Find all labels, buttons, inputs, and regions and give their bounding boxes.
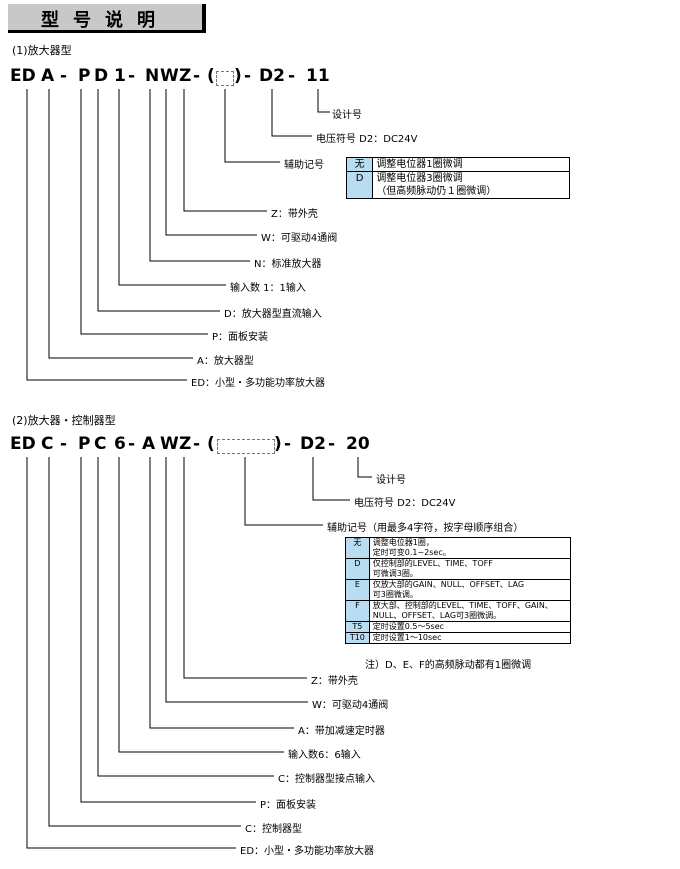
code-dash: - <box>193 66 201 86</box>
label-mount: P：面板安装 <box>260 800 317 811</box>
code-input-count: 6 <box>114 434 126 454</box>
code-dash: - <box>193 434 201 454</box>
page-title: 型号说明 <box>41 10 169 31</box>
option-key: E <box>345 579 370 601</box>
options-note: 注）D、E、F的高频脉动都有1圈微调 <box>365 660 532 671</box>
code-paren-close: ) <box>234 66 242 86</box>
code-dash: - <box>128 434 136 454</box>
section2-heading: (2)放大器・控制器型 <box>12 414 116 427</box>
code-design: 20 <box>346 434 370 454</box>
section1-heading: (1)放大器型 <box>12 44 72 57</box>
title-box: 型号说明 <box>8 4 206 33</box>
code-case: Z <box>179 434 192 454</box>
label-valve: W：可驱动4通阀 <box>261 233 338 244</box>
section2-options-table: 无 调整电位器1圈，定时可变0.1~2sec。 D 仅控制部的LEVEL、TIM… <box>345 537 572 644</box>
code-series: ED <box>10 66 36 86</box>
label-design-number: 设计号 <box>332 110 362 121</box>
option-key: T10 <box>345 632 370 644</box>
code-voltage: D2 <box>259 66 285 86</box>
code-voltage: D2 <box>300 434 326 454</box>
code-paren-open: ( <box>207 66 215 86</box>
table-row: F 放大部、控制部的LEVEL、TIME、TOFF、GAIN、NULL、OFFS… <box>345 600 572 622</box>
label-input-type: D：放大器型直流输入 <box>224 309 322 320</box>
table-row: D 调整电位器3圈微调（但高频脉动仍１圈微调） <box>345 171 570 199</box>
label-series: ED：小型・多功能功率放大器 <box>191 378 326 389</box>
code-paren-open: ( <box>207 434 215 454</box>
code-dash: - <box>60 66 68 86</box>
code-standard: N <box>145 66 160 86</box>
code-valve: W <box>160 66 179 86</box>
code-timer: A <box>142 434 156 454</box>
code-aux-slot <box>216 71 234 86</box>
code-dash: - <box>128 66 136 86</box>
code-mount: P <box>78 434 91 454</box>
option-desc: 定时设置1～10sec <box>368 632 572 644</box>
label-voltage: 电压符号 D2：DC24V <box>316 134 418 145</box>
code-case: Z <box>179 66 192 86</box>
label-aux: 辅助记号 <box>284 160 324 171</box>
code-design: 11 <box>306 66 330 86</box>
label-valve: W：可驱动4通阀 <box>312 700 389 711</box>
table-row: T5 定时设置0.5～5sec <box>345 621 572 633</box>
label-case: Z：带外壳 <box>271 209 318 220</box>
table-row: 无 调整电位器1圈，定时可变0.1~2sec。 <box>345 537 572 559</box>
code-paren-close: ) <box>274 434 282 454</box>
code-dash: - <box>244 66 252 86</box>
code-input-count: 1 <box>114 66 126 86</box>
option-key: 无 <box>345 537 370 559</box>
code-dash: - <box>328 434 336 454</box>
option-desc: 调整电位器3圈微调（但高频脉动仍１圈微调） <box>372 171 570 199</box>
code-series: ED <box>10 434 36 454</box>
label-case: Z：带外壳 <box>311 676 358 687</box>
label-input-type: C：控制器型接点输入 <box>278 774 375 785</box>
code-aux-slot <box>217 439 275 454</box>
label-series: ED：小型・多功能功率放大器 <box>240 846 375 857</box>
label-standard: N：标准放大器 <box>254 259 322 270</box>
label-type: C：控制器型 <box>245 824 302 835</box>
code-dash: - <box>284 434 292 454</box>
code-type: A <box>41 66 55 86</box>
label-input-count: 输入数6：6输入 <box>288 750 361 761</box>
code-input-type: D <box>94 66 109 86</box>
option-desc: 定时设置0.5～5sec <box>368 621 572 633</box>
label-voltage: 电压符号 D2：DC24V <box>354 498 456 509</box>
code-mount: P <box>78 66 91 86</box>
option-key: D <box>345 558 370 580</box>
option-key: D <box>345 171 374 199</box>
table-row: T10 定时设置1～10sec <box>345 632 572 644</box>
label-timer: A：带加减速定时器 <box>298 726 385 737</box>
label-type: A：放大器型 <box>197 356 254 367</box>
code-input-type: C <box>94 434 107 454</box>
label-mount: P：面板安装 <box>212 332 269 343</box>
option-key: T5 <box>345 621 370 633</box>
label-aux: 辅助记号（用最多4字符，按字母顺序组合） <box>327 523 524 534</box>
option-key: 无 <box>345 157 374 172</box>
option-desc: 调整电位器1圈，定时可变0.1~2sec。 <box>368 537 572 559</box>
option-key: F <box>345 600 370 622</box>
option-desc: 放大部、控制部的LEVEL、TIME、TOFF、GAIN、NULL、OFFSET… <box>368 600 572 622</box>
code-valve: W <box>160 434 179 454</box>
label-input-count: 输入数 1：1输入 <box>230 283 306 294</box>
code-type: C <box>41 434 54 454</box>
section1-options-table: 无 调整电位器1圈微调 D 调整电位器3圈微调（但高频脉动仍１圈微调） <box>345 157 570 199</box>
table-row: 无 调整电位器1圈微调 <box>345 157 570 172</box>
label-design-number: 设计号 <box>376 475 406 486</box>
code-dash: - <box>288 66 296 86</box>
code-dash: - <box>60 434 68 454</box>
